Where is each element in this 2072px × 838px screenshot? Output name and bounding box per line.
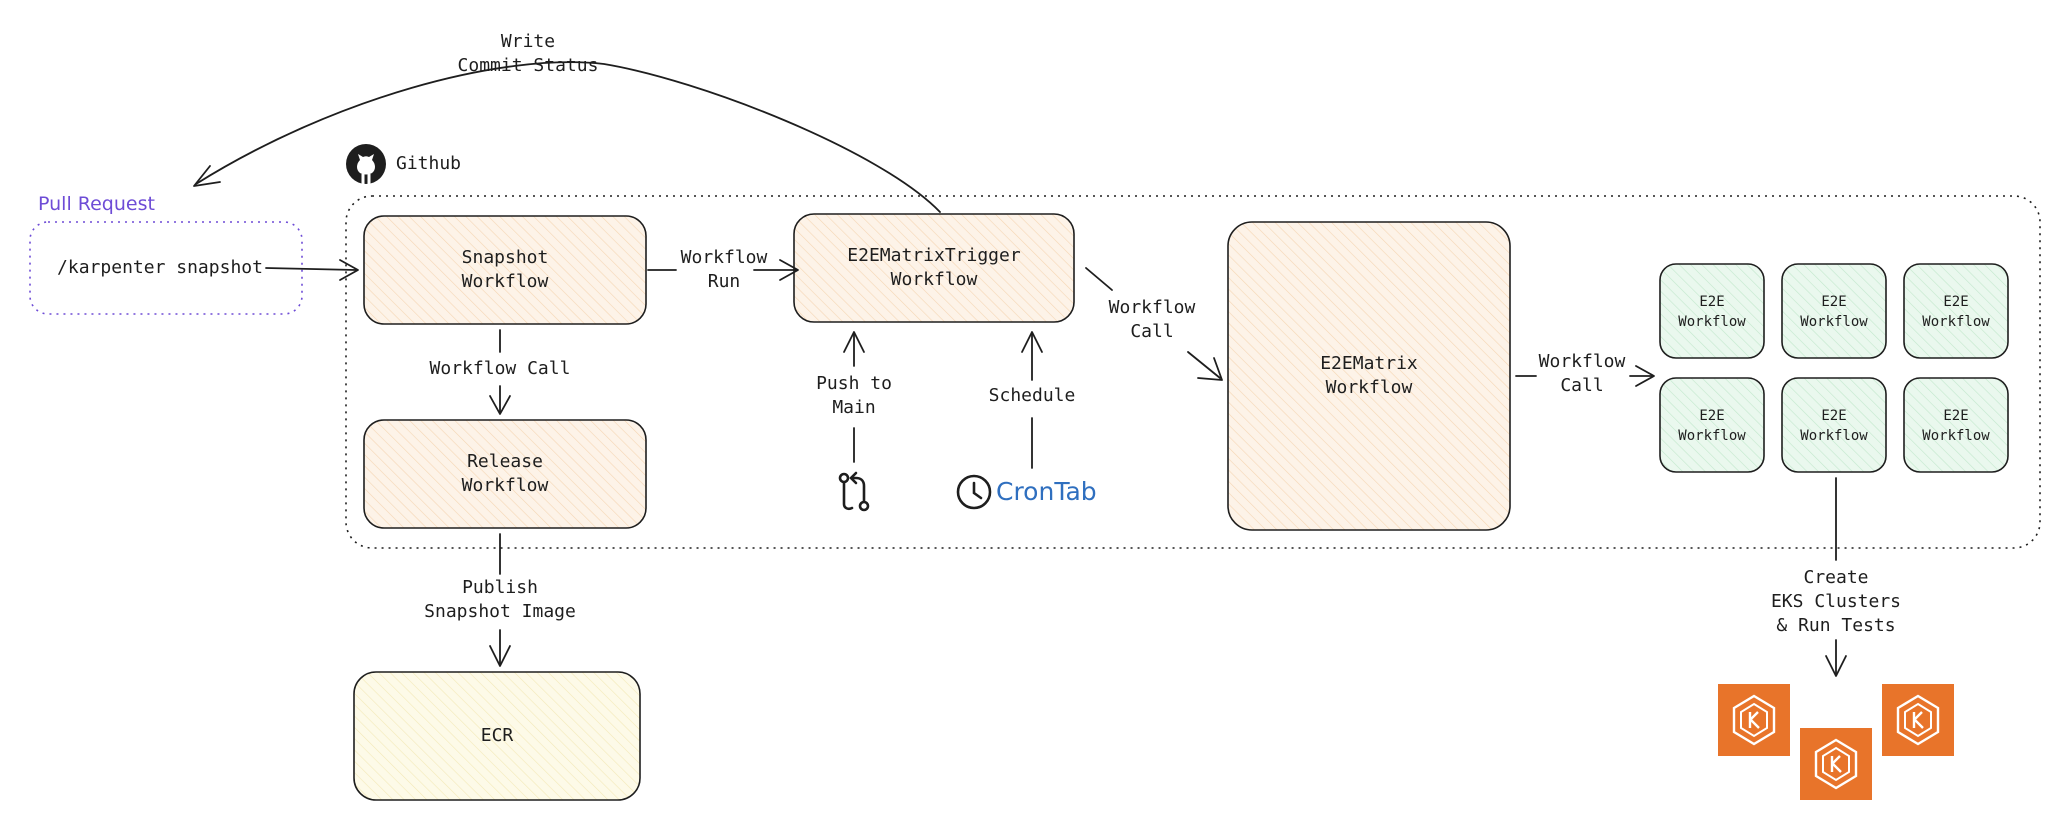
publish-label: Publish Snapshot Image <box>424 577 576 622</box>
e2e-workflow-label-3: E2E Workflow <box>1922 294 1990 330</box>
eks-icon-1 <box>1718 684 1790 756</box>
e2e-workflow-label-5: E2E Workflow <box>1800 408 1868 444</box>
e2e-workflow-node-3[interactable] <box>1903 263 2009 359</box>
github-boundary <box>345 195 2041 549</box>
edge-write-status <box>195 61 941 213</box>
workflow-call-release-label: Workflow Call <box>429 358 571 379</box>
arrowhead-snapshot-trigger <box>779 259 799 281</box>
snapshot-workflow-label: Snapshot Workflow <box>461 247 549 292</box>
snapshot-workflow-node[interactable] <box>363 215 647 325</box>
schedule-label: Schedule <box>988 385 1076 406</box>
write-status-label: Write Commit Status <box>457 31 599 76</box>
release-workflow-node[interactable] <box>363 419 647 529</box>
arrowhead-e2e-eks <box>1825 655 1847 677</box>
e2e-workflow-node-1[interactable] <box>1659 263 1765 359</box>
release-workflow-label: Release Workflow <box>461 451 549 496</box>
github-logo-icon <box>346 144 386 184</box>
arrowhead-trigger-matrix <box>1197 357 1223 381</box>
arrowhead-matrix-e2e <box>1635 365 1655 387</box>
workflow-call-e2e-label: Workflow Call <box>1538 351 1626 396</box>
e2e-workflow-label-6: E2E Workflow <box>1922 408 1990 444</box>
create-eks-label: Create EKS Clusters & Run Tests <box>1770 567 1902 636</box>
workflow-call-matrix-label: Workflow Call <box>1108 297 1196 342</box>
edge-pr-snapshot <box>265 267 357 271</box>
edge-trigger-matrix-a <box>1085 267 1113 291</box>
arrowhead-snapshot-release <box>489 395 511 415</box>
arrowhead-write-status <box>193 165 221 187</box>
e2e-workflow-node-4[interactable] <box>1659 377 1765 473</box>
arrowhead-pr-snapshot <box>339 259 359 281</box>
e2e-matrix-node[interactable] <box>1227 221 1511 531</box>
pull-request-icon <box>838 471 870 512</box>
github-label: Github <box>396 153 462 174</box>
e2e-workflow-node-2[interactable] <box>1781 263 1887 359</box>
e2e-matrix-trigger-label: E2EMatrixTrigger Workflow <box>847 245 1021 290</box>
push-main-label: Push to Main <box>816 373 892 418</box>
pr-command-label: /karpenter snapshot <box>57 257 263 278</box>
e2e-workflow-label-4: E2E Workflow <box>1678 408 1746 444</box>
arrowhead-schedule-trigger <box>1021 331 1043 353</box>
workflow-run-label: Workflow Run <box>680 247 768 292</box>
eks-icon-3 <box>1882 684 1954 756</box>
eks-icon-2 <box>1800 728 1872 800</box>
ecr-label: ECR <box>480 725 514 746</box>
e2e-workflow-node-6[interactable] <box>1903 377 2009 473</box>
arrowhead-push-trigger <box>843 331 865 353</box>
pull-request-label: Pull Request <box>38 193 155 215</box>
e2e-matrix-label: E2EMatrix Workflow <box>1320 353 1418 398</box>
edge-trigger-matrix-b <box>1187 351 1221 379</box>
arrowhead-release-ecr <box>489 645 511 667</box>
e2e-workflow-node-5[interactable] <box>1781 377 1887 473</box>
e2e-workflow-label-2: E2E Workflow <box>1800 294 1868 330</box>
ecr-node[interactable] <box>353 671 641 801</box>
e2e-workflow-label-1: E2E Workflow <box>1678 294 1746 330</box>
crontab-label: CronTab <box>996 477 1097 506</box>
clock-icon <box>956 474 992 510</box>
